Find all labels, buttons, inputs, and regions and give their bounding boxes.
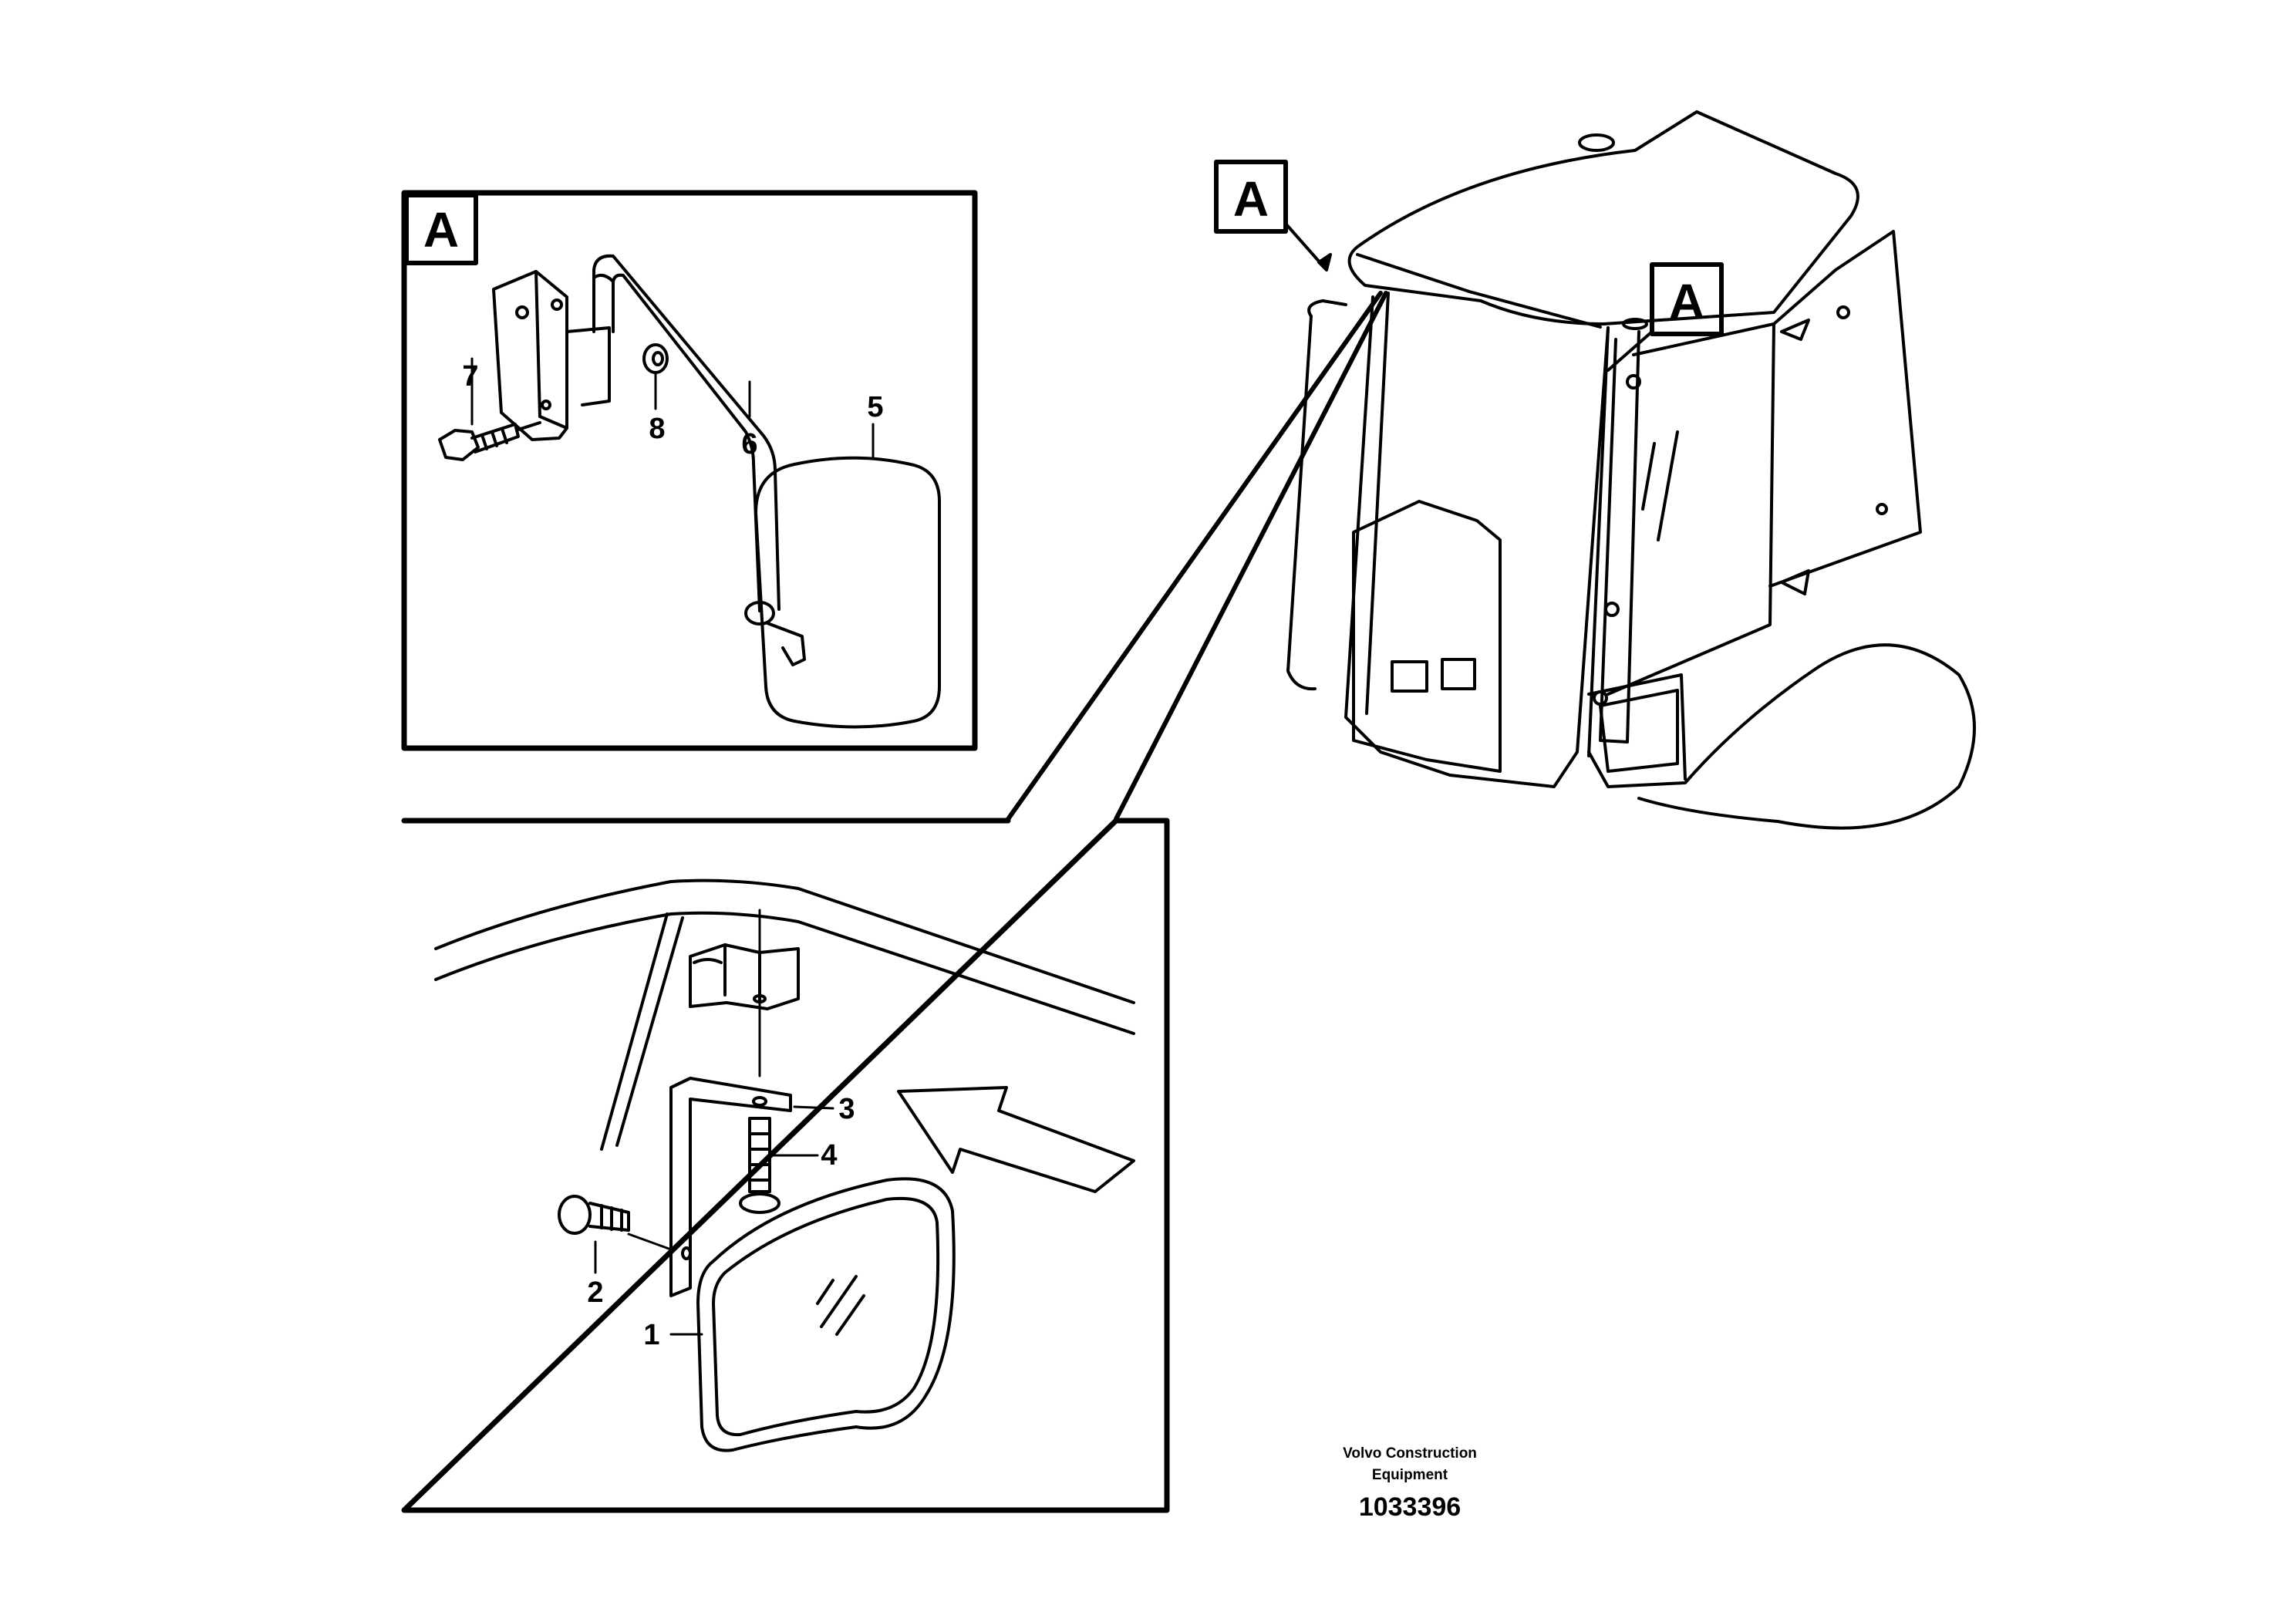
cab-tag-front-label: A xyxy=(1233,171,1269,227)
bolt-part-lower xyxy=(558,1195,673,1251)
screw-part xyxy=(739,1117,781,1214)
detail-b-frame xyxy=(401,818,1170,1513)
detail-b-panel xyxy=(401,818,1170,1513)
mirror-bracket-part xyxy=(492,270,611,441)
detail-a-tag-label: A xyxy=(423,202,459,258)
zoom-line-right xyxy=(1114,291,1388,821)
callout-3: 3 xyxy=(838,1093,855,1125)
bolt-part xyxy=(438,421,541,461)
cab-tag-front-box xyxy=(1214,160,1288,234)
cab-illustration xyxy=(1286,110,1976,830)
detail-a-tag-box xyxy=(404,193,478,265)
zoom-line-left xyxy=(1006,291,1383,821)
company-name-line2: Equipment xyxy=(1372,1467,1448,1483)
cab-tag-rear-box xyxy=(1650,262,1724,336)
callout-7: 7 xyxy=(462,360,478,393)
washer-part xyxy=(642,343,669,374)
callout-4: 4 xyxy=(821,1139,837,1172)
direction-arrow xyxy=(897,1086,1135,1193)
cab-tag-rear-label: A xyxy=(1669,274,1704,329)
mirror-head-part xyxy=(754,456,941,729)
detail-a-panel xyxy=(401,190,978,751)
mirror-arm-part xyxy=(592,254,806,666)
l-bracket-part xyxy=(669,1077,792,1297)
callout-5: 5 xyxy=(867,391,883,423)
channel-bracket-part xyxy=(689,943,800,1010)
callout-6: 6 xyxy=(741,428,757,460)
cab-roof xyxy=(1347,110,1859,325)
company-name-line1: Volvo Construction xyxy=(1343,1445,1477,1462)
illustration-number: 1033396 xyxy=(1359,1492,1461,1522)
callout-1: 1 xyxy=(643,1319,659,1351)
mirror-lower-part xyxy=(696,1177,956,1452)
callout-2: 2 xyxy=(587,1276,603,1309)
callout-8: 8 xyxy=(649,413,665,445)
detail-a-frame xyxy=(401,190,978,751)
